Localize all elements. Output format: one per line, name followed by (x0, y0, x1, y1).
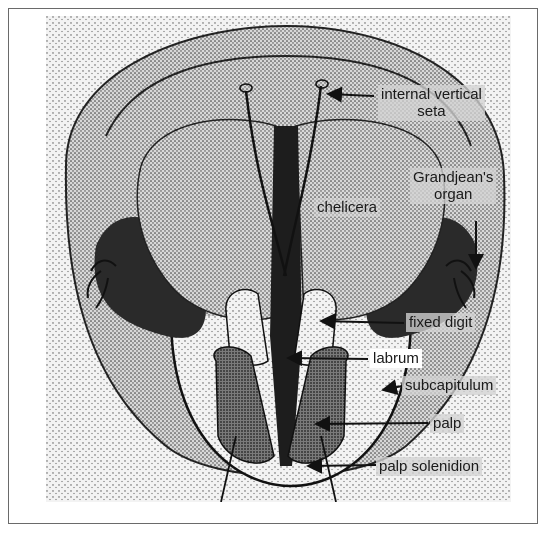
label-grandjeans-organ-line2: organ (413, 186, 493, 203)
label-grandjeans-organ-line1: Grandjean's (413, 169, 493, 186)
label-internal-vertical-seta: internal vertical seta (378, 85, 485, 121)
label-grandjeans-organ: Grandjean's organ (410, 168, 496, 204)
pointer-palp-solenidion (308, 465, 376, 466)
label-palp-solenidion: palp solenidion (376, 457, 482, 476)
label-fixed-digit: fixed digit (406, 313, 475, 332)
label-internal-vertical-seta-line1: internal vertical (381, 86, 482, 103)
label-chelicera: chelicera (314, 198, 380, 217)
label-subcapitulum: subcapitulum (402, 376, 496, 395)
pointer-labrum (288, 358, 368, 359)
label-internal-vertical-seta-line2: seta (381, 103, 482, 120)
label-palp: palp (430, 414, 464, 433)
label-labrum: labrum (370, 349, 422, 368)
pointer-palp (316, 423, 428, 424)
